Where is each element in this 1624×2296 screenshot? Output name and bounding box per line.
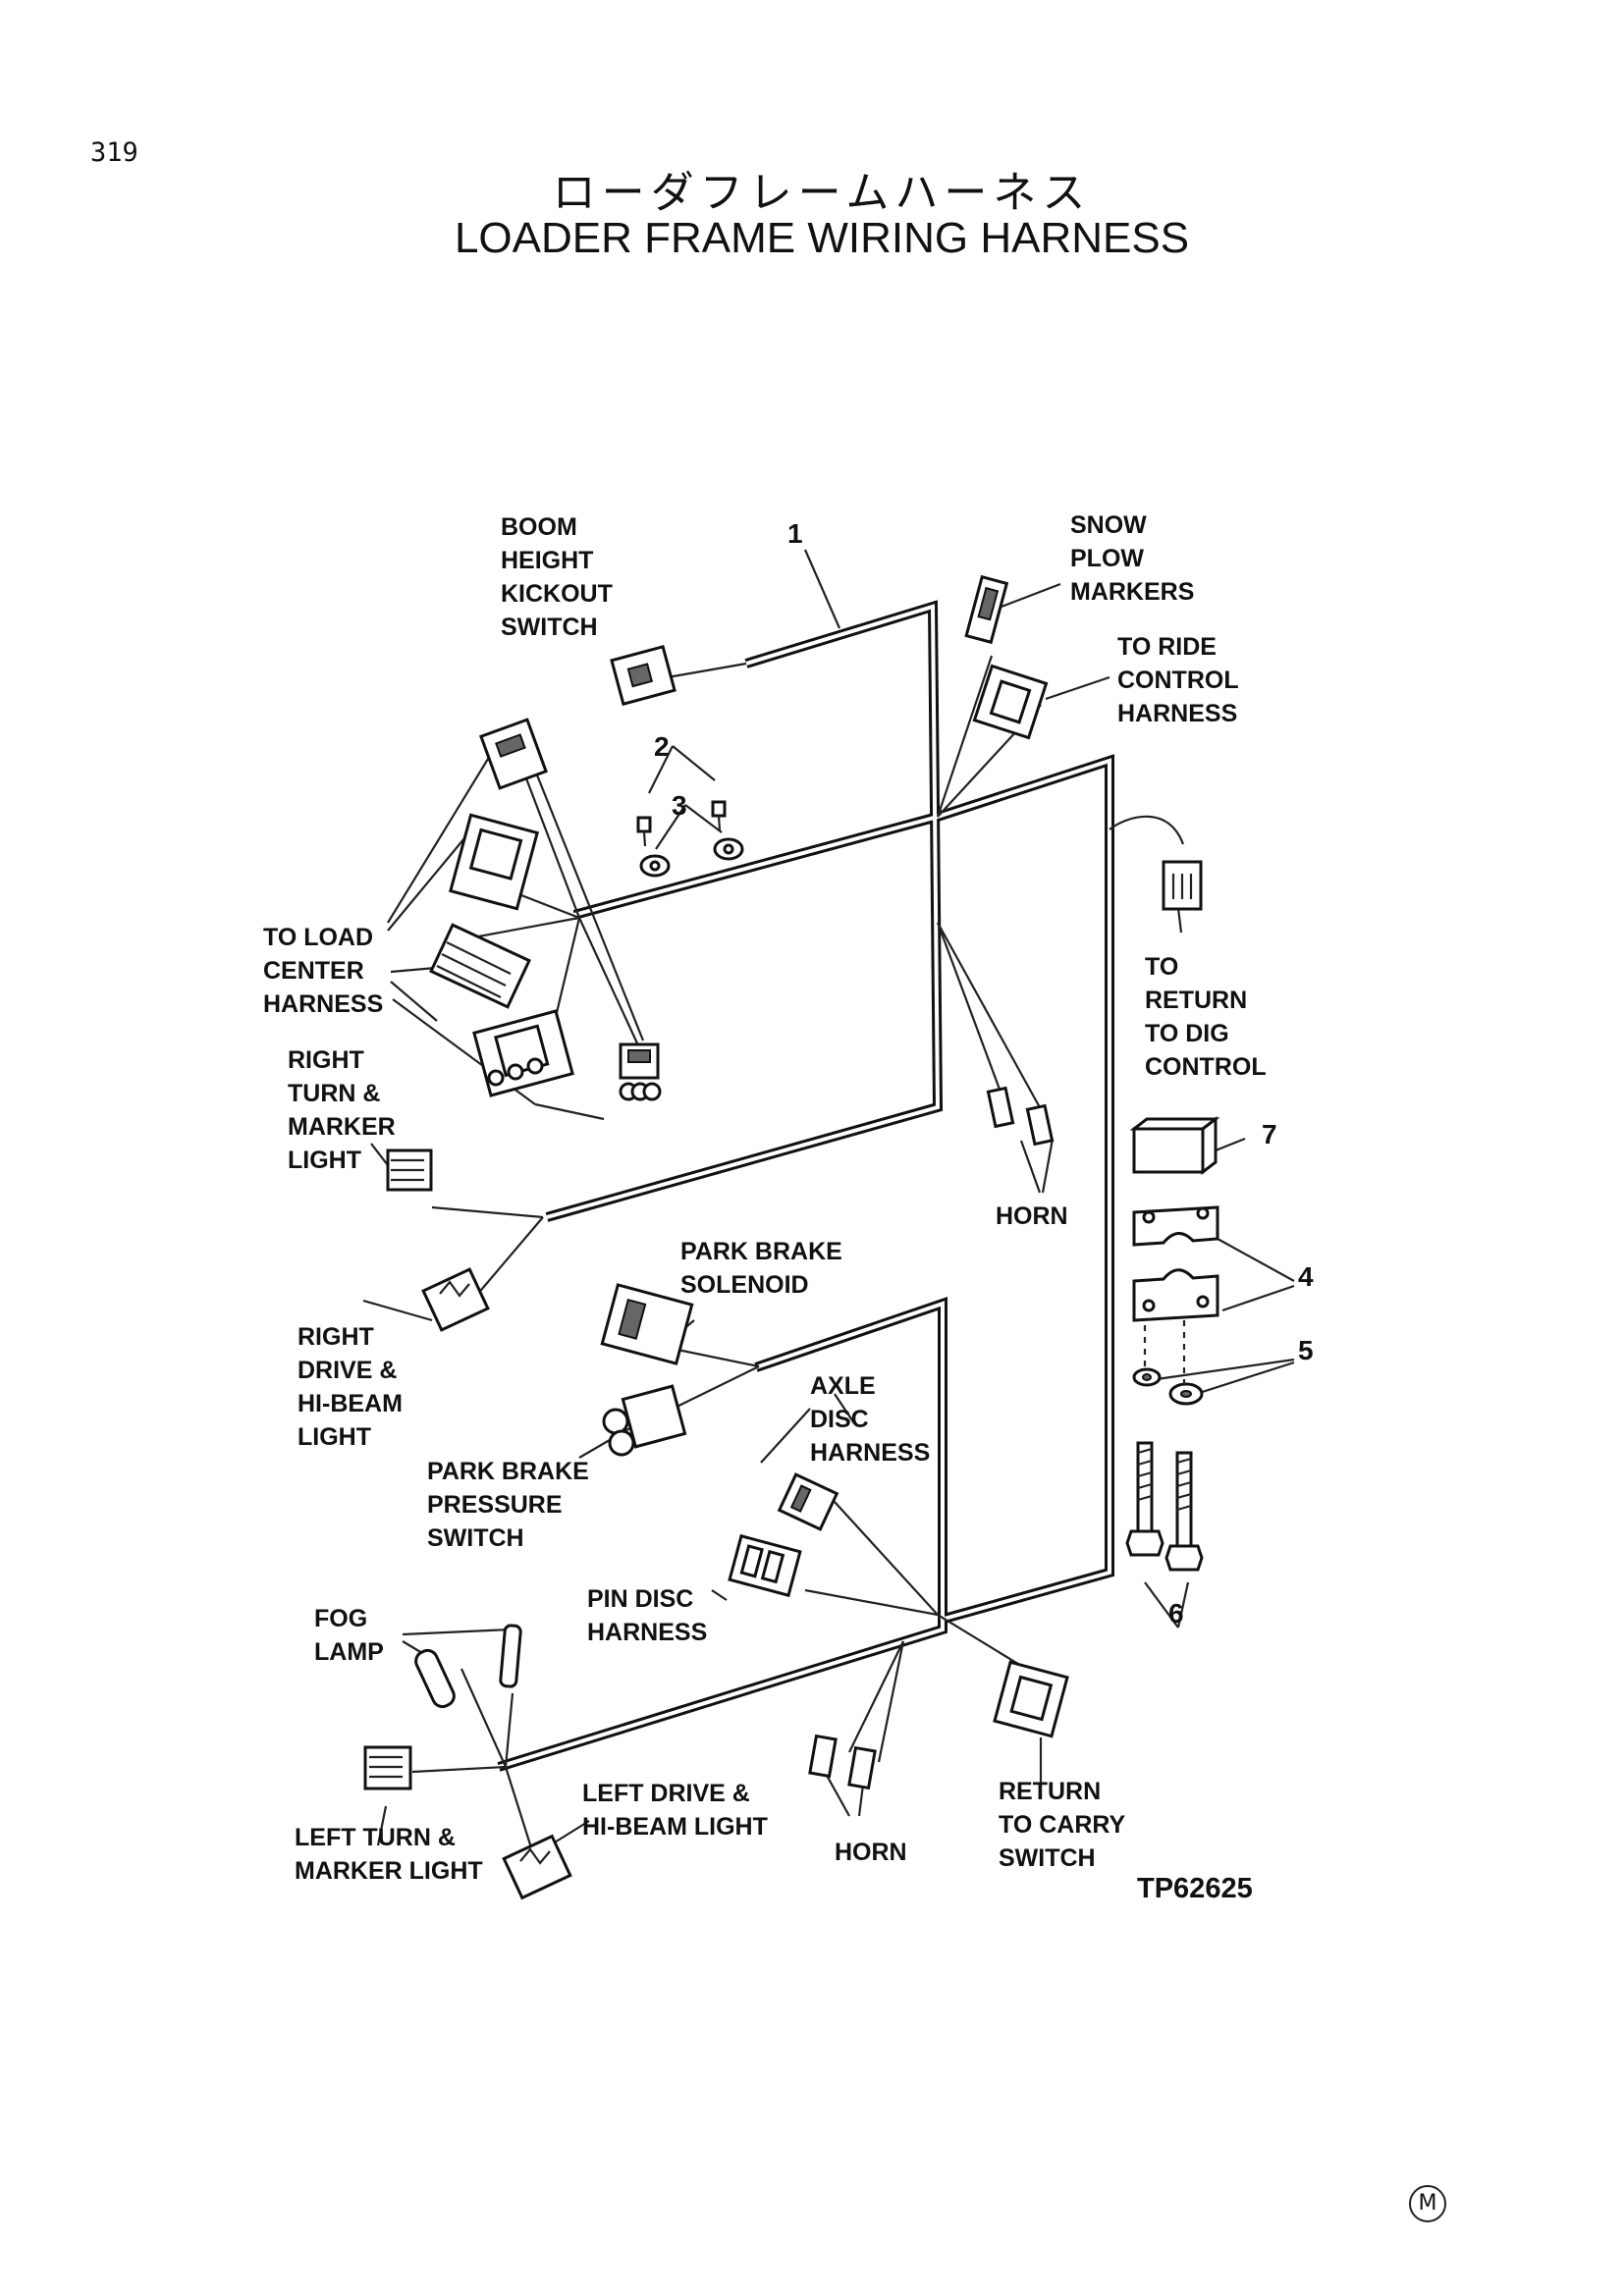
washer-part-5 bbox=[1132, 1367, 1204, 1406]
callout-7: 7 bbox=[1262, 1119, 1277, 1149]
right-drive-connector bbox=[421, 1267, 490, 1332]
park-brake-solenoid-connector bbox=[600, 1283, 694, 1365]
callout-2: 2 bbox=[654, 731, 670, 762]
load-center-connector-3 bbox=[429, 923, 531, 1009]
label-park-brake-pressure-switch: PARK BRAKE PRESSURE SWITCH bbox=[427, 1458, 589, 1552]
label-park-brake-solenoid: PARK BRAKE SOLENOID bbox=[680, 1238, 842, 1299]
pin-disc-connector bbox=[728, 1533, 802, 1598]
page-number: 319 bbox=[90, 137, 138, 168]
boom-kickout-connector bbox=[610, 644, 677, 707]
callout-3: 3 bbox=[672, 790, 687, 821]
label-horn-upper: HORN bbox=[996, 1202, 1068, 1230]
left-turn-connector bbox=[363, 1745, 412, 1790]
manual-mark-symbol: M bbox=[1409, 2185, 1446, 2222]
horn-connector-upper bbox=[986, 1086, 1055, 1147]
label-snow-plow-markers: SNOW PLOW MARKERS bbox=[1070, 511, 1195, 606]
right-turn-connector bbox=[386, 1148, 433, 1192]
harness-wire bbox=[497, 600, 1114, 1772]
snow-plow-connector bbox=[964, 574, 1009, 645]
label-to-ride-control-harness: TO RIDE CONTROL HARNESS bbox=[1117, 633, 1239, 727]
page-title-japanese: ローダフレームハーネス bbox=[552, 168, 1092, 218]
ride-control-connector bbox=[972, 664, 1049, 740]
load-center-connector-5 bbox=[619, 1042, 662, 1101]
horn-connector-lower bbox=[808, 1734, 877, 1790]
bolt-part-6 bbox=[1125, 1320, 1204, 1572]
block-part-7 bbox=[1129, 1115, 1220, 1176]
return-to-carry-connector bbox=[993, 1660, 1069, 1738]
callout-6: 6 bbox=[1168, 1598, 1184, 1629]
left-drive-connector bbox=[502, 1834, 572, 1900]
load-center-connector-1 bbox=[479, 718, 548, 790]
label-right-turn-marker-light: RIGHT TURN & MARKER LIGHT bbox=[288, 1046, 396, 1174]
load-center-connector-2 bbox=[449, 813, 539, 911]
label-return-to-carry-switch: RETURN TO CARRY SWITCH bbox=[999, 1778, 1126, 1872]
return-to-dig-connector bbox=[1162, 860, 1203, 911]
label-boom-height-kickout-switch: BOOM HEIGHT KICKOUT SWITCH bbox=[501, 513, 613, 641]
label-to-return-to-dig-control: TO RETURN TO DIG CONTROL bbox=[1145, 953, 1267, 1081]
label-fog-lamp: FOG LAMP bbox=[314, 1605, 384, 1666]
label-axle-disc-harness: AXLE DISC HARNESS bbox=[810, 1372, 931, 1467]
clamp-part-4-lower bbox=[1132, 1268, 1219, 1322]
callout-5: 5 bbox=[1298, 1335, 1314, 1365]
load-center-connector-4 bbox=[472, 1009, 574, 1097]
axle-disc-connector bbox=[777, 1472, 839, 1531]
fog-lamp bbox=[414, 1624, 522, 1709]
label-left-turn-marker-light: LEFT TURN & MARKER LIGHT bbox=[295, 1824, 483, 1885]
callout-1: 1 bbox=[787, 518, 803, 549]
callout-4: 4 bbox=[1298, 1261, 1314, 1292]
park-brake-pressure-connector bbox=[602, 1384, 687, 1457]
label-right-drive-hi-beam-light: RIGHT DRIVE & HI-BEAM LIGHT bbox=[298, 1323, 403, 1451]
label-horn-lower: HORN bbox=[835, 1839, 907, 1866]
label-left-drive-hi-beam-light: LEFT DRIVE & HI-BEAM LIGHT bbox=[582, 1780, 768, 1841]
leader-lines bbox=[362, 549, 1295, 1846]
screw-part-2a bbox=[636, 800, 727, 847]
page-title: LOADER FRAME WIRING HARNESS bbox=[454, 214, 1190, 262]
label-pin-disc-harness: PIN DISC HARNESS bbox=[587, 1585, 708, 1646]
figure-reference-id: TP62625 bbox=[1137, 1873, 1253, 1904]
label-to-load-center-harness: TO LOAD CENTER HARNESS bbox=[263, 924, 384, 1018]
clip-part-3 bbox=[639, 837, 744, 878]
clamp-part-4-upper bbox=[1132, 1205, 1219, 1247]
